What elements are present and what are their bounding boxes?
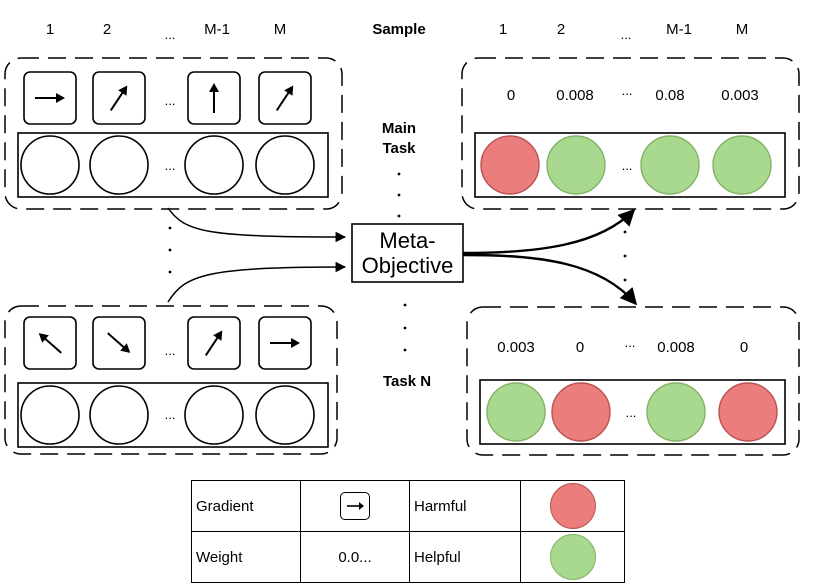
main-weighted-helpful-circle-4 [712, 135, 772, 195]
right-index-ellipsis: ... [620, 27, 632, 42]
task-n-weighted-helpful-circle-1 [486, 382, 546, 442]
task-n-to-meta-arrow [167, 261, 347, 303]
main-weight-m-1: 0.08 [655, 87, 685, 104]
main-task-sample-row [17, 132, 329, 198]
main-weighted-ellipsis: ... [621, 158, 633, 173]
left-index-m: M [273, 21, 287, 38]
task-n-weighted-ellipsis: ... [625, 405, 637, 420]
main-gradient-4 [258, 71, 312, 125]
main-task-left-group [4, 57, 343, 210]
legend-helpful-circle [549, 534, 596, 580]
legend-harmful-example [520, 480, 625, 532]
task-n-label: Task N [382, 373, 432, 390]
main-task-weighted-row [474, 132, 786, 198]
legend-weight-label: Weight [191, 531, 301, 583]
main-weighted-helpful-circle-3 [640, 135, 700, 195]
left-index-1: 1 [45, 21, 55, 38]
meta-objective-line-2: Objective [361, 253, 454, 279]
meta-objective-box [351, 223, 464, 283]
legend-arrow-icon [340, 492, 370, 520]
task-n-left-group [4, 305, 338, 455]
gradient-up-left-arrow-icon [38, 333, 62, 354]
main-sample-circle-2 [89, 135, 149, 195]
legend-helpful-label: Helpful [409, 531, 521, 583]
task-n-sample-circle-3 [184, 385, 244, 445]
meta-to-task-n-arrow [462, 253, 638, 306]
main-gradient-ellipsis: ... [164, 93, 176, 108]
right-index-m: M [735, 21, 749, 38]
main-sample-circle-4 [255, 135, 315, 195]
main-task-label: Main Task [381, 120, 417, 158]
legend-harmful-label: Harmful [409, 480, 521, 532]
task-n-gradient-1 [23, 316, 77, 370]
main-sample-circle-3 [184, 135, 244, 195]
task-n-gradient-3 [187, 316, 241, 370]
task-n-gradient-2 [92, 316, 146, 370]
task-n-sample-ellipsis: ... [164, 407, 176, 422]
right-index-m-1: M-1 [666, 21, 692, 38]
legend-table: Gradient Harmful Weight 0.0... Helpful [191, 480, 625, 583]
left-index-m-1: M-1 [204, 21, 230, 38]
main-weight-m: 0.003 [721, 87, 759, 104]
left-index-2: 2 [102, 21, 112, 38]
right-index-1: 1 [498, 21, 508, 38]
meta-objective-label: Meta- Objective [352, 228, 463, 279]
legend-weight-example: 0.0... [300, 531, 410, 583]
meta-to-main-task-arrow [462, 208, 636, 255]
gradient-up-right-arrow-icon [275, 85, 294, 112]
task-n-weight-m-1: 0.008 [657, 339, 695, 356]
task-n-sample-circle-2 [89, 385, 149, 445]
legend-gradient-example [300, 480, 410, 532]
task-n-right-group [466, 306, 800, 456]
gradient-up-right-arrow-icon [204, 330, 223, 357]
vertical-ellipsis [168, 172, 627, 352]
task-n-sample-row [17, 382, 329, 448]
gradient-right-arrow-icon [270, 338, 300, 348]
task-n-weighted-harmful-circle-2 [551, 382, 611, 442]
task-n-sample-circle-1 [20, 385, 80, 445]
right-index-2: 2 [556, 21, 566, 38]
gradient-down-right-arrow-icon [107, 332, 131, 353]
task-n-gradient-ellipsis: ... [164, 343, 176, 358]
main-sample-ellipsis: ... [164, 158, 176, 173]
main-sample-circle-1 [20, 135, 80, 195]
task-n-weighted-helpful-circle-3 [646, 382, 706, 442]
main-gradient-1 [23, 71, 77, 125]
legend-gradient-label: Gradient [191, 480, 301, 532]
task-n-weight-1: 0.003 [497, 339, 535, 356]
legend-helpful-example [520, 531, 625, 583]
task-n-weighted-harmful-circle-4 [718, 382, 778, 442]
task-n-weight-ellipsis: ... [624, 335, 636, 350]
main-task-to-meta-arrow [167, 207, 347, 243]
gradient-right-arrow-icon [35, 93, 65, 103]
main-weight-1: 0 [506, 87, 516, 104]
task-n-weighted-row [479, 379, 786, 445]
task-n-sample-circle-4 [255, 385, 315, 445]
gradient-up-right-arrow-icon [109, 85, 128, 112]
main-weight-ellipsis: ... [621, 83, 633, 98]
task-n-weight-2: 0 [575, 339, 585, 356]
main-weight-2: 0.008 [556, 87, 594, 104]
main-weighted-harmful-circle-1 [480, 135, 540, 195]
legend-harmful-circle [549, 483, 596, 529]
task-n-gradient-4 [258, 316, 312, 370]
meta-objective-line-1: Meta- [379, 228, 436, 253]
main-weighted-helpful-circle-2 [546, 135, 606, 195]
gradient-up-arrow-icon [209, 83, 219, 113]
main-gradient-2 [92, 71, 146, 125]
task-n-weight-m: 0 [739, 339, 749, 356]
main-gradient-3 [187, 71, 241, 125]
left-index-ellipsis: ... [164, 27, 176, 42]
sample-header: Sample [372, 21, 426, 38]
